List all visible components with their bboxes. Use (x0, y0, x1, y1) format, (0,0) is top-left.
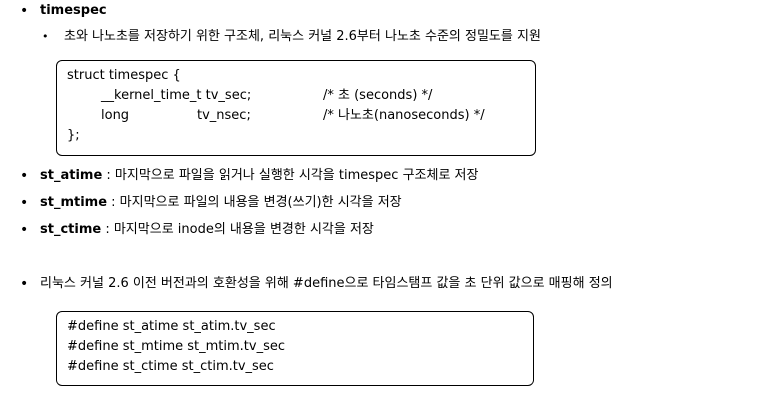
field-term: st_atime (40, 168, 103, 183)
bullet-icon: • (20, 168, 29, 184)
define-line-atime: #define st_atime st_atim.tv_sec (67, 319, 276, 334)
field-term: st_mtime (40, 195, 108, 210)
timespec-term: timespec (40, 3, 107, 18)
field-description: : 마지막으로 파일의 내용을 변경(쓰기)한 시각을 저장 (107, 195, 402, 210)
field-item-st-atime: st_atime : 마지막으로 파일을 읽거나 실행한 시각을 timespe… (40, 167, 478, 185)
bullet-icon: • (20, 195, 29, 211)
field-description: : 마지막으로 inode의 내용을 변경한 시각을 저장 (101, 222, 374, 237)
field-item-st-mtime: st_mtime : 마지막으로 파일의 내용을 변경(쓰기)한 시각을 저장 (40, 194, 402, 212)
field-description: : 마지막으로 파일을 읽거나 실행한 시각을 timespec 구조체로 저장 (102, 168, 479, 183)
code-line-struct-close: }; (67, 128, 80, 143)
struct-code-box: struct timespec { __kernel_time_t tv_sec… (56, 60, 536, 156)
bullet-icon: • (20, 222, 29, 238)
code-line-struct-open: struct timespec { (67, 68, 181, 83)
field-term: st_ctime (40, 222, 102, 237)
bullet-icon: • (20, 276, 29, 292)
define-line-ctime: #define st_ctime st_ctim.tv_sec (67, 359, 274, 374)
compat-description: 리눅스 커널 2.6 이전 버전과의 호환성을 위해 #define으로 타임스… (40, 276, 613, 291)
code-comment-seconds: /* 초 (seconds) */ (323, 88, 433, 103)
define-code-box: #define st_atime st_atim.tv_sec #define … (56, 311, 534, 386)
sub-bullet-icon: • (42, 30, 49, 43)
code-line-tv-sec: __kernel_time_t tv_sec; (101, 88, 252, 103)
code-comment-nanoseconds: /* 나노초(nanoseconds) */ (323, 108, 485, 123)
timespec-description: 초와 나노초를 저장하기 위한 구조체, 리눅스 커널 2.6부터 나노초 수준… (64, 29, 541, 44)
define-line-mtime: #define st_mtime st_mtim.tv_sec (67, 339, 285, 354)
bullet-icon: • (20, 3, 29, 19)
field-item-st-ctime: st_ctime : 마지막으로 inode의 내용을 변경한 시각을 저장 (40, 221, 374, 239)
code-line-tv-nsec: tv_nsec; (197, 108, 251, 123)
code-line-long-type: long (101, 108, 130, 123)
